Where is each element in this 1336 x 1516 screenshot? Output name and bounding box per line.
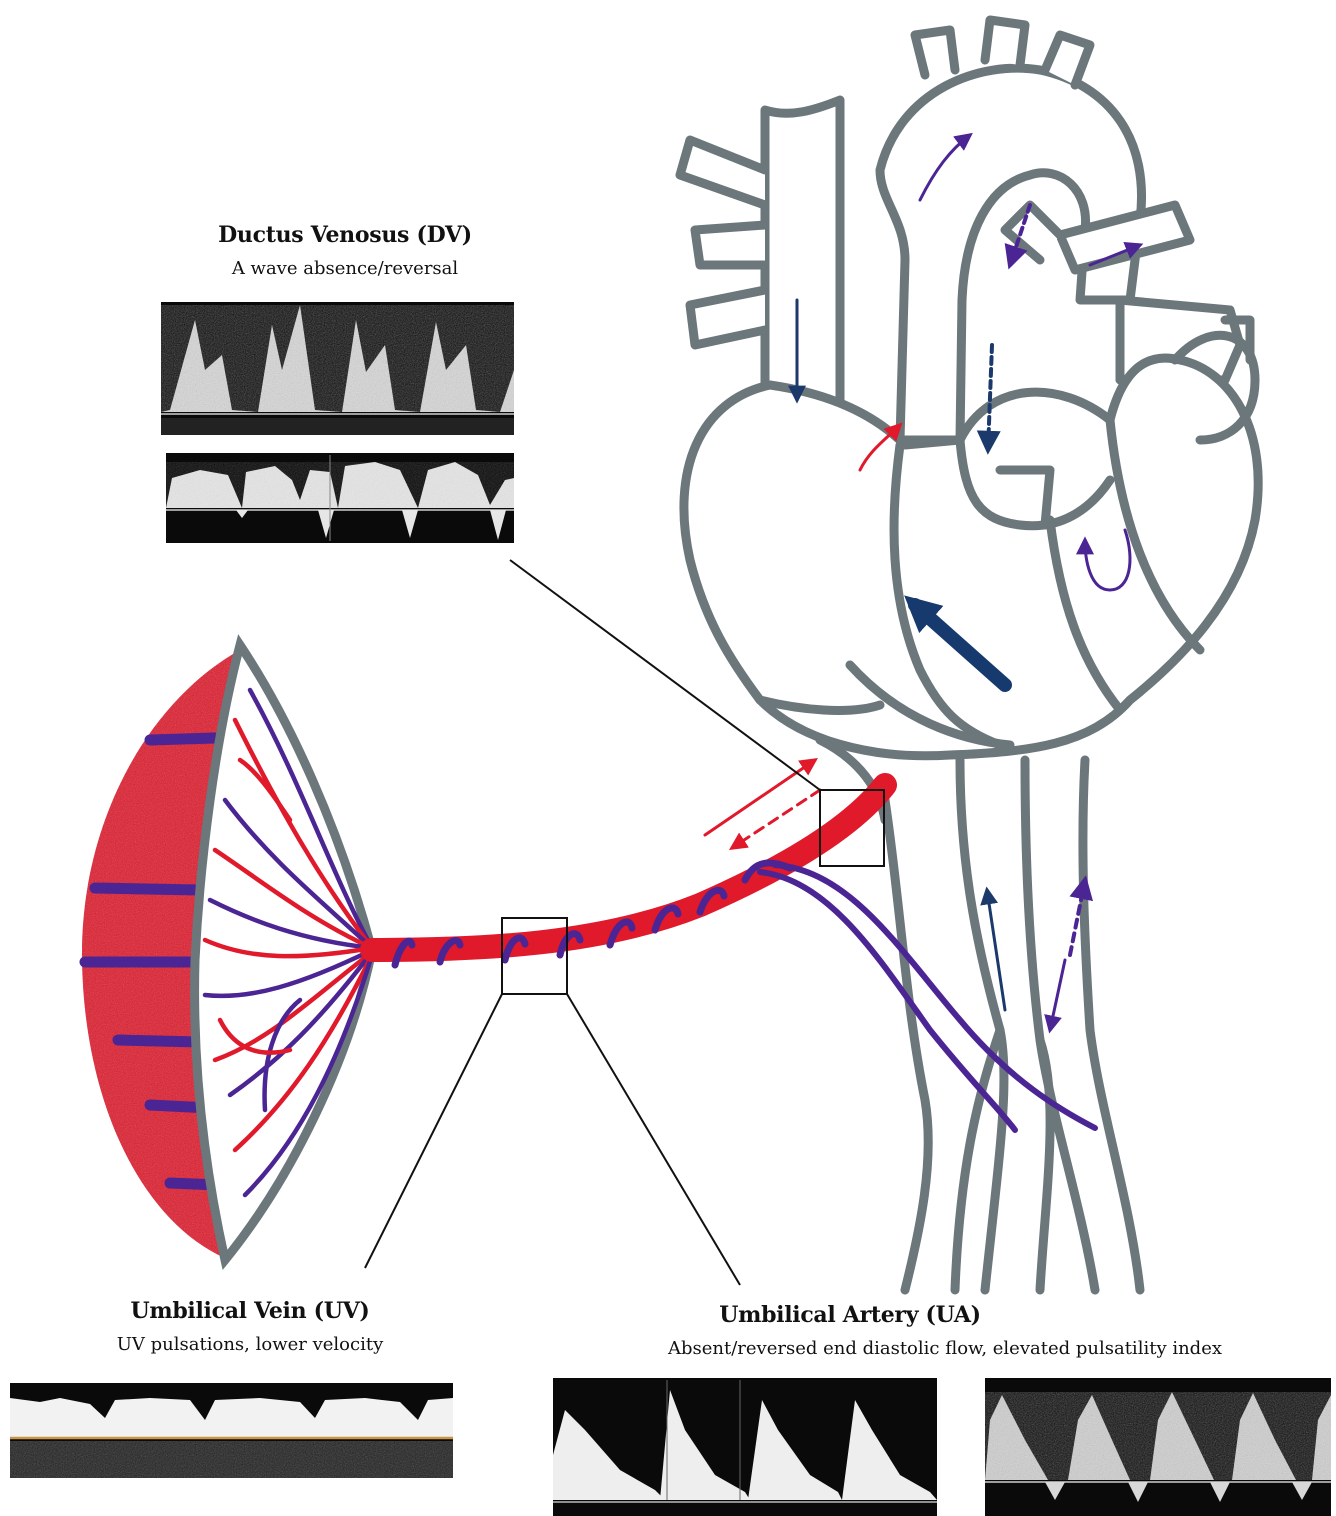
lower-vessel-right (1083, 760, 1140, 1290)
lower-vessel-left (885, 800, 928, 1290)
uv-doppler (10, 1383, 453, 1478)
uv-forward-arrow (705, 760, 815, 835)
placenta (70, 640, 372, 1270)
dv-doppler-abnormal (166, 453, 514, 543)
dv-title: Ductus Venosus (DV) (150, 222, 540, 248)
aorta-down-arrow (1050, 960, 1065, 1030)
ua-subtitle: Absent/reversed end diastolic flow, elev… (595, 1338, 1295, 1359)
ua-doppler-1 (553, 1378, 937, 1516)
uv-title: Umbilical Vein (UV) (40, 1298, 460, 1324)
heart-body (684, 358, 1258, 756)
superior-vena-cava (765, 100, 840, 420)
ua-leader-line (567, 994, 740, 1285)
dv-doppler-normal (161, 302, 514, 435)
ua-title: Umbilical Artery (UA) (640, 1302, 1060, 1328)
dv-subtitle: A wave absence/reversal (150, 258, 540, 279)
uv-subtitle: UV pulsations, lower velocity (40, 1334, 460, 1355)
ua-doppler-2 (985, 1378, 1331, 1516)
uv-leader-line (365, 994, 502, 1268)
